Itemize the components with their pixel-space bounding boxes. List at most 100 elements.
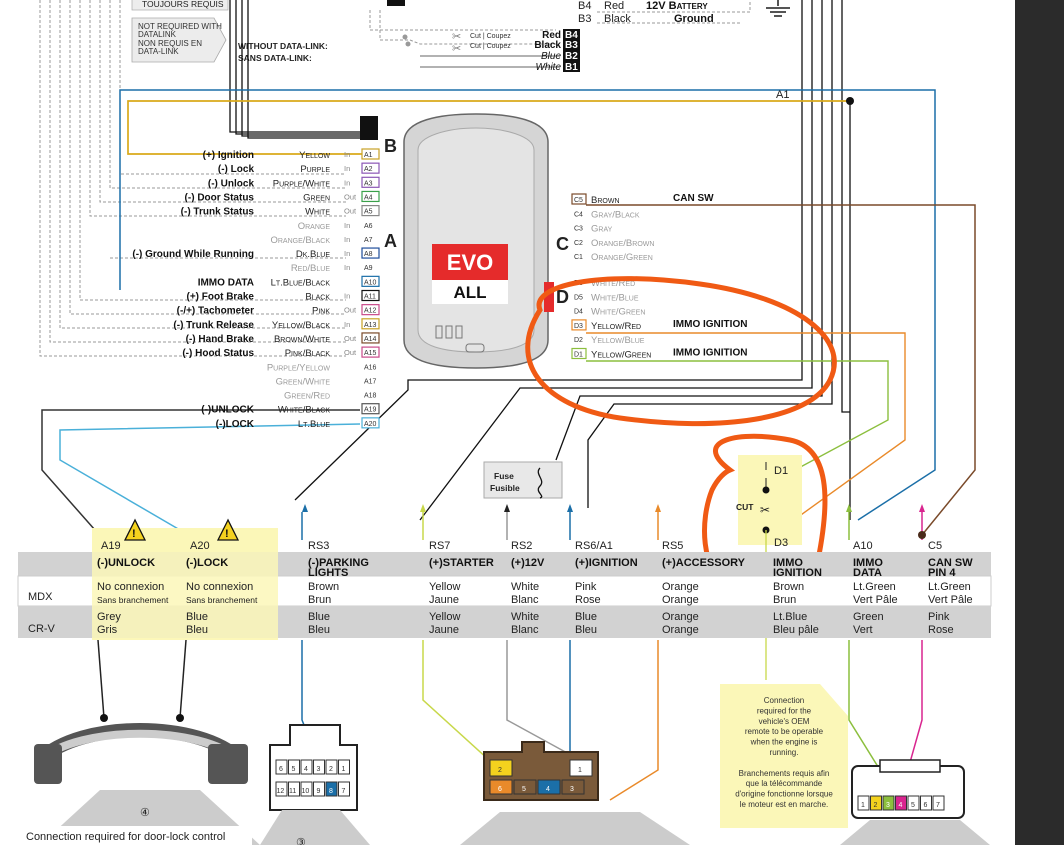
mdx-color-en: Brown <box>773 581 804 593</box>
column-title: (-)PARKING <box>308 557 369 569</box>
crv-color-fr: Orange <box>662 624 699 636</box>
column-title: (+)STARTER <box>429 557 494 569</box>
crv-color-en: Pink <box>928 611 950 623</box>
cut-label: CUT <box>736 502 754 512</box>
column-title: (+)ACCESSORY <box>662 557 746 569</box>
plug-pin <box>300 781 313 797</box>
a-pin-function: (+) Ignition <box>203 150 254 161</box>
b4-wire-color: Red <box>542 30 561 41</box>
plug-pin <box>275 781 288 797</box>
note-line: Branchements requis afin <box>739 769 830 778</box>
a-pin-wire-color: Lt.Blue <box>298 419 330 430</box>
column-title-2: LIGHTS <box>308 567 348 579</box>
a-pin-number: A5 <box>364 209 373 216</box>
plug-pin <box>313 759 325 775</box>
a-pin-function: (-) Door Status <box>185 192 255 203</box>
column-title: (-)UNLOCK <box>97 557 155 569</box>
b3-pin: B3 <box>565 40 578 51</box>
d-pin-box <box>571 347 587 360</box>
a-pin-io: In <box>344 221 350 230</box>
a-pin-box <box>361 148 380 160</box>
b1-wire-color: White <box>535 62 561 73</box>
without-datalink-label: WITHOUT DATA-LINK: <box>238 41 328 51</box>
crv-color-fr: Bleu pâle <box>773 624 819 636</box>
plug-pin-number: 4 <box>304 766 308 773</box>
fuse-box: Fuse Fusible <box>483 461 563 499</box>
d3-label: D3 <box>774 537 788 549</box>
a-pin-number: A1 <box>364 152 373 159</box>
d-pin-box <box>571 319 587 331</box>
d-pin-wire-color: Yellow/Red <box>591 321 641 332</box>
column-pin: A20 <box>190 540 210 552</box>
a-pin-number: A19 <box>364 407 377 414</box>
mdx-color-fr: Sans branchement <box>186 595 258 605</box>
d-pin-number: D4 <box>574 309 583 316</box>
a-pin-io: Out <box>344 348 357 357</box>
plug-pin-number: 3 <box>317 766 321 773</box>
d-pin-number: D1 <box>574 352 583 359</box>
a-pin-box <box>361 318 380 330</box>
a-pin-number: A12 <box>364 308 377 315</box>
scissors-icon-cut: ✂ <box>760 503 770 517</box>
immo-highlight-ellipse <box>525 276 837 427</box>
a-pin-wire-color: Brown/White <box>274 334 330 345</box>
mdx-color-fr: Orange <box>662 594 699 606</box>
a-pin-box <box>361 162 380 174</box>
can-pin <box>857 795 870 811</box>
column-title: IMMO <box>853 557 883 569</box>
c-pin-number: C4 <box>574 211 583 218</box>
ign-pin-number: 1 <box>578 767 582 774</box>
mdx-color-en: No connexion <box>97 581 164 593</box>
plug-pin <box>275 759 288 775</box>
ign-pin <box>569 759 593 777</box>
a-pin-io: In <box>344 249 350 258</box>
plug-pin-number: 9 <box>317 788 321 795</box>
crv-color-en: Grey <box>97 611 121 623</box>
scissors-icon: ✂ <box>452 31 461 43</box>
d3-orange-wire <box>586 332 906 531</box>
mdx-color-fr: Sans branchement <box>97 595 169 605</box>
a-pin-wire-color: Green/White <box>276 376 331 387</box>
column-title-2: DATA <box>853 567 882 579</box>
c-pin-number: C5 <box>574 197 583 204</box>
column-title-2: IGNITION <box>773 567 822 579</box>
d-pin-function: IMMO IGNITION <box>673 319 747 330</box>
a1-wire <box>127 100 850 155</box>
c-pin-wire-color: Gray/Black <box>591 209 640 220</box>
plug-pin-number: 12 <box>277 788 285 795</box>
b2-wire-color: Blue <box>541 51 561 62</box>
fusible-label: Fusible <box>490 483 520 493</box>
a-pin-io: In <box>344 320 350 329</box>
plug-pin <box>338 759 350 775</box>
a-pin-number: A16 <box>364 364 377 371</box>
plug-pin <box>288 781 300 797</box>
a-pin-wire-color: White <box>305 207 330 218</box>
a-pin-box <box>361 275 380 287</box>
a-pin-wire-color: Purple/Yellow <box>267 362 331 373</box>
a10-wire <box>119 89 936 521</box>
mdx-color-fr: Rose <box>575 594 601 606</box>
a-pin-wire-color: Pink/Black <box>285 348 331 359</box>
column-title: (+)IGNITION <box>575 557 638 569</box>
cut-label-1: Cut | Coupez <box>470 33 511 40</box>
can-pin-number: 6 <box>924 802 928 809</box>
b4-color: Red <box>604 0 624 12</box>
d-pin-number: D5 <box>574 294 583 301</box>
crv-color-fr: Rose <box>928 624 954 636</box>
note-line: required for the <box>757 706 812 715</box>
a-pin-function: (-)UNLOCK <box>201 405 255 416</box>
mdx-color-en: White <box>511 581 539 593</box>
top-legend: TOUJOURS REQUIS NOT REQUIRED WITH DATALI… <box>131 0 328 63</box>
a-pin-wire-color: Dk.Blue <box>296 249 330 260</box>
b-pin-labels: Red B4 Black B3 Blue B2 White B1 <box>534 29 580 73</box>
power-legend: B4 Red 12V Battery B3 Black Ground <box>387 0 790 25</box>
a-pin-io: Out <box>344 192 357 201</box>
ign-pin <box>489 759 513 777</box>
a-pin-function: (-) Ground While Running <box>132 249 254 260</box>
dashed-left-harness <box>39 0 346 357</box>
black-harness <box>229 0 850 521</box>
svg-text:!: ! <box>132 528 136 540</box>
a-pin-io: In <box>344 235 350 244</box>
a-pin-io: Out <box>344 334 357 343</box>
